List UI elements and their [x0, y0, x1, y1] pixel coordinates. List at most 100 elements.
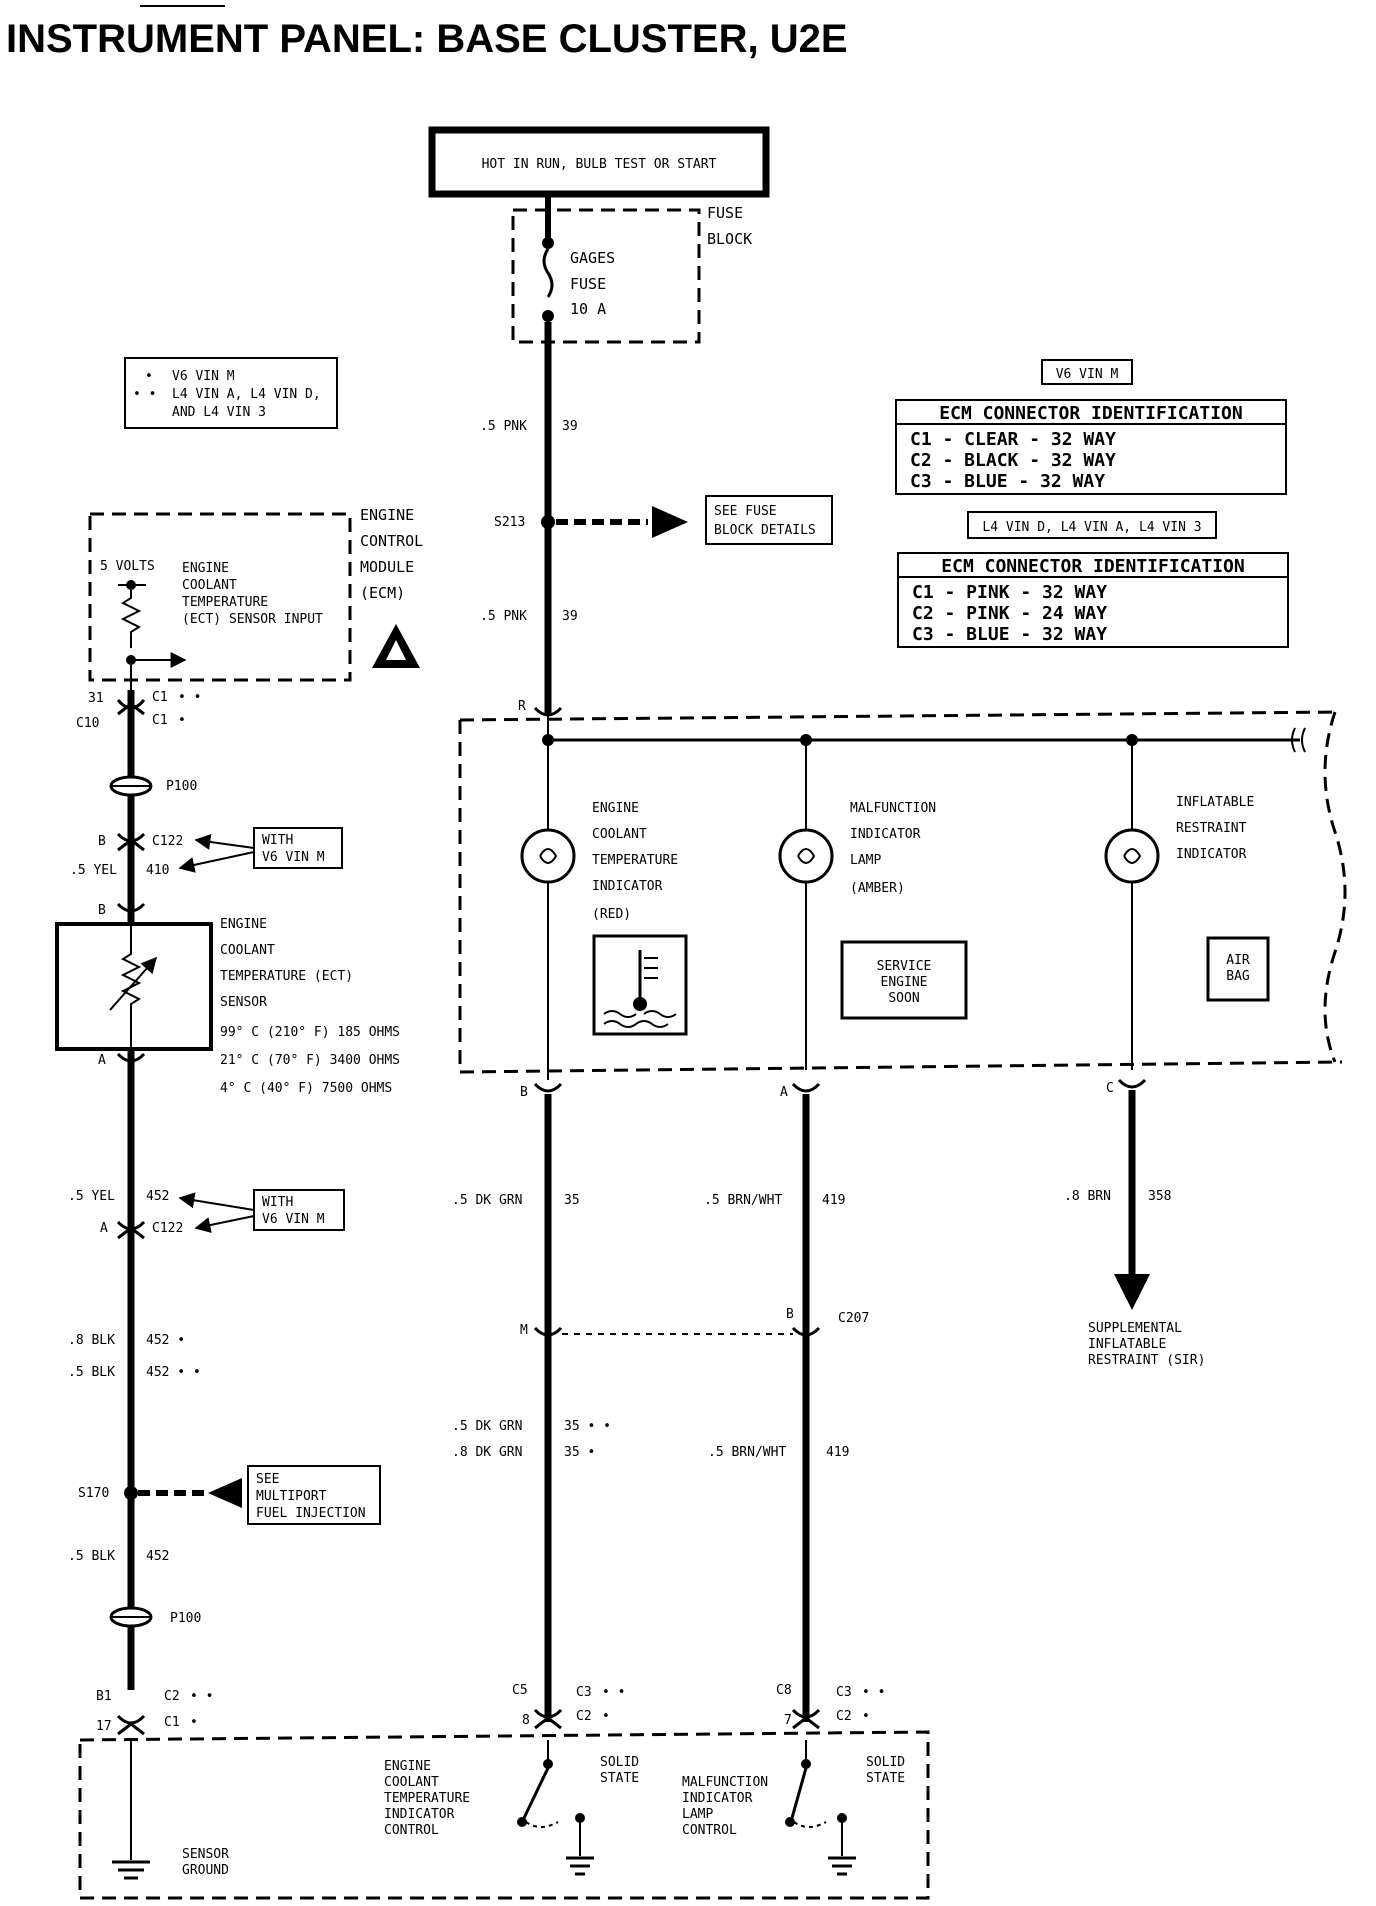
conn-c1c-mark: •: [190, 1715, 198, 1730]
ect-ind-label: (RED): [592, 907, 631, 922]
ect-ind-label: ENGINE: [592, 801, 639, 816]
conn-c207: C207: [838, 1311, 869, 1326]
milc-label: CONTROL: [682, 1823, 737, 1838]
ecm-label-1: ENGINE: [360, 506, 414, 524]
legend-mark-2: • •: [133, 387, 156, 402]
ecm-l4-row: C2 - PINK - 24 WAY: [912, 603, 1107, 624]
wire-dk-grn: .5 DK GRN: [452, 1193, 522, 1208]
ect-indicator-bulb-icon: [520, 740, 576, 1070]
ect-ind-label: INDICATOR: [592, 879, 663, 894]
thermistor-icon: [120, 924, 142, 1049]
ecm-input-1: ENGINE: [182, 561, 229, 576]
mpfi-1: SEE: [256, 1472, 279, 1487]
ecm-v6-row: C3 - BLUE - 32 WAY: [910, 471, 1105, 492]
fuse-block-label-2: BLOCK: [707, 230, 752, 248]
mil-bulb-icon: [778, 740, 834, 1070]
circuit-39b: 39: [562, 609, 578, 624]
ecm-v6-tag: V6 VIN M: [1056, 367, 1119, 382]
pullup-resistor-icon: [120, 590, 142, 648]
sir-ind-label: INFLATABLE: [1176, 795, 1254, 810]
pin-8: 8: [522, 1713, 530, 1728]
solid-state-1b: STATE: [600, 1771, 639, 1786]
conn-c1c: C1: [164, 1715, 180, 1730]
conn-c1a: C1: [152, 690, 168, 705]
conn-c122a: C122: [152, 834, 183, 849]
ecm-v6-row: C1 - CLEAR - 32 WAY: [910, 429, 1116, 450]
see-mpfi-arrow-icon: [208, 1478, 242, 1508]
p100-label: P100: [166, 779, 197, 794]
wire-yel: .5 YEL: [70, 863, 117, 878]
ecm-input-2: COOLANT: [182, 578, 237, 593]
mil-label: INDICATOR: [850, 827, 921, 842]
legend-text-1: V6 VIN M: [172, 369, 235, 384]
ect-sensor-label-1: ENGINE: [220, 917, 267, 932]
ecm-l4-tag-box: [967, 511, 1217, 539]
wire-dk-grn-2: .5 DK GRN: [452, 1419, 522, 1434]
mil-label: (AMBER): [850, 881, 905, 896]
wire-pnk-2: .5 PNK: [480, 609, 527, 624]
coolant-temp-symbol-icon: [592, 934, 688, 1036]
conn-c1b-mark: •: [178, 713, 186, 728]
conn-c2a-mark: • •: [190, 1689, 213, 1704]
circuit-452a: 452: [146, 1189, 169, 1204]
ecm-v6-table: [895, 399, 1287, 495]
page-title: INSTRUMENT PANEL: BASE CLUSTER, U2E: [6, 17, 848, 61]
conn-c2b-mark: •: [602, 1709, 610, 1724]
solid-state-2b: STATE: [866, 1771, 905, 1786]
legend-box: [124, 357, 338, 429]
fuse-details-2: BLOCK DETAILS: [714, 523, 816, 538]
mil-label: MALFUNCTION: [850, 801, 936, 816]
ect-ind-label: COOLANT: [592, 827, 647, 842]
circuit-452c: 452 • •: [146, 1365, 201, 1380]
circuit-35c: 35 •: [564, 1445, 595, 1460]
cluster-outline: [458, 710, 1343, 1074]
mil-label: LAMP: [850, 853, 881, 868]
ecm-v6-row: C2 - BLACK - 32 WAY: [910, 450, 1116, 471]
circuit-39a: 39: [562, 419, 578, 434]
see-fuse-arrow-icon: [652, 506, 688, 538]
pin-31: 31: [88, 691, 104, 706]
wire-pnk-1: .5 PNK: [480, 419, 527, 434]
pin-7: 7: [784, 1713, 792, 1728]
ecm-l4-row: C3 - BLUE - 32 WAY: [912, 624, 1107, 645]
fuse-terminal-bottom: [542, 310, 554, 322]
ecm-input-3: TEMPERATURE: [182, 595, 268, 610]
ect-ohm-1: 99° C (210° F) 185 OHMS: [220, 1025, 400, 1040]
pin-b-cluster: B: [520, 1085, 528, 1100]
legend-mark-1: •: [145, 369, 153, 384]
with-v6-b-2: V6 VIN M: [262, 1212, 325, 1227]
p100-label-2: P100: [170, 1611, 201, 1626]
service-l1: SERVICE: [877, 959, 932, 974]
wire-yel-2: .5 YEL: [68, 1189, 115, 1204]
conn-c1a-mark: • •: [178, 690, 201, 705]
air-bag-icon: [1206, 936, 1270, 1002]
ect-ind-label: TEMPERATURE: [592, 853, 678, 868]
milc-label: MALFUNCTION: [682, 1775, 768, 1790]
ect-sensor-label-2: COOLANT: [220, 943, 275, 958]
ectc-label: COOLANT: [384, 1775, 439, 1790]
circuit-410: 410: [146, 863, 169, 878]
fuse-details-1: SEE FUSE: [714, 504, 777, 519]
ectc-label: TEMPERATURE: [384, 1791, 470, 1806]
mpfi-2: MULTIPORT: [256, 1489, 327, 1504]
conn-c2c: C2: [836, 1709, 852, 1724]
ect-sensor-label-3: TEMPERATURE (ECT): [220, 969, 353, 984]
wire-brn-wht-2: .5 BRN/WHT: [708, 1445, 786, 1460]
ecm-l4-row: C1 - PINK - 32 WAY: [912, 582, 1107, 603]
s213-label: S213: [494, 515, 525, 530]
with-v6-note-a: [253, 827, 343, 869]
pin-r: R: [518, 699, 526, 714]
sir-l2: INFLATABLE: [1088, 1337, 1166, 1352]
power-source-box: [428, 126, 770, 198]
circuit-419: 419: [822, 1193, 845, 1208]
pin-17: 17: [96, 1719, 112, 1734]
wire-brn: .8 BRN: [1064, 1189, 1111, 1204]
ectc-label: INDICATOR: [384, 1807, 455, 1822]
connector-c1-icon: [116, 699, 146, 710]
ecm-v6-tag-box: [1041, 359, 1133, 385]
wire-dk-grn-3: .8 DK GRN: [452, 1445, 522, 1460]
ecm-label-2: CONTROL: [360, 532, 423, 550]
circuit-452b: 452 •: [146, 1333, 185, 1348]
circuit-35: 35: [564, 1193, 580, 1208]
